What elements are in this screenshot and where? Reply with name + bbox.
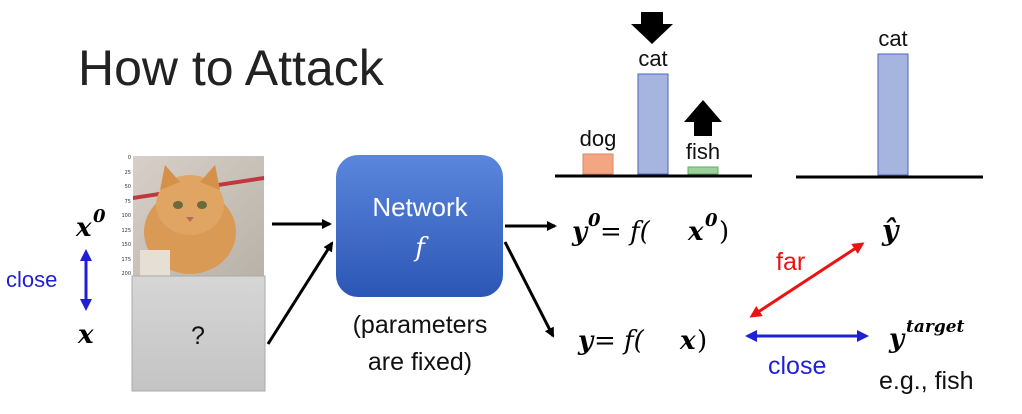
svg-text:25: 25: [125, 170, 131, 176]
fish-up-arrow: [684, 100, 722, 136]
network-note-line1: (parameters: [353, 311, 488, 339]
svg-text:0: 0: [705, 210, 718, 231]
svg-text:): ): [719, 217, 729, 247]
svg-text:175: 175: [121, 257, 131, 263]
svg-text:125: 125: [121, 228, 131, 234]
far-arrow: [749, 242, 865, 318]
svg-text:target: target: [906, 317, 965, 337]
svg-text:200: 200: [121, 271, 131, 277]
bar-label-cat: cat: [638, 46, 667, 71]
bar-label-dog: dog: [580, 126, 617, 151]
svg-text:= f(: = f(: [600, 217, 651, 247]
svg-text:0: 0: [128, 155, 131, 161]
svg-text:= f(: = f(: [594, 326, 645, 356]
bar-label-cat-target: cat: [878, 26, 907, 51]
network-box: [336, 155, 503, 297]
unknown-image-box: [131, 275, 266, 392]
far-label: far: [776, 248, 805, 276]
svg-text:x: x: [679, 326, 696, 356]
svg-text:0: 0: [93, 206, 106, 227]
image-axis-ticks: 0 25 50 75 100 125 150 175 200: [121, 155, 131, 277]
arrow-network-to-y: [503, 241, 555, 338]
close-label-right: close: [768, 352, 826, 380]
target-bar-chart: cat: [796, 26, 983, 179]
y-hat-label: ŷ: [881, 214, 900, 247]
svg-text:50: 50: [125, 184, 131, 190]
svg-text:y: y: [888, 324, 906, 354]
cat-down-arrow: [631, 12, 673, 44]
svg-text:100: 100: [121, 213, 131, 219]
svg-text:x: x: [75, 213, 92, 243]
y0-equation: y 0 = f( x 0 ): [571, 210, 729, 247]
svg-text:x: x: [687, 217, 704, 247]
slide-title: How to Attack: [78, 40, 385, 96]
prediction-bar-chart: dog cat fish: [555, 46, 752, 178]
bar-cat: [637, 73, 669, 175]
eg-fish-label: e.g., fish: [879, 367, 974, 395]
bar-fish: [687, 166, 719, 175]
svg-text:0: 0: [588, 210, 601, 231]
x-label: x: [77, 320, 94, 350]
bar-cat-target: [877, 53, 909, 176]
y-equation: y = f( x ): [577, 326, 707, 356]
unknown-image-label: ?: [191, 322, 205, 350]
svg-text:150: 150: [121, 242, 131, 248]
y-target-label: y target: [888, 317, 965, 354]
cat-image: [133, 156, 264, 276]
arrow-x-to-network: [266, 241, 334, 345]
bar-label-fish: fish: [686, 139, 720, 164]
svg-text:75: 75: [125, 199, 131, 205]
svg-text:y: y: [577, 326, 595, 356]
network-note-line2: are fixed): [368, 348, 472, 376]
svg-text:y: y: [571, 217, 589, 247]
close-label-left: close: [6, 267, 57, 292]
bar-dog: [582, 153, 614, 175]
network-label: Network: [372, 192, 468, 222]
svg-text:): ): [697, 326, 707, 356]
x0-label: x 0: [75, 206, 106, 243]
